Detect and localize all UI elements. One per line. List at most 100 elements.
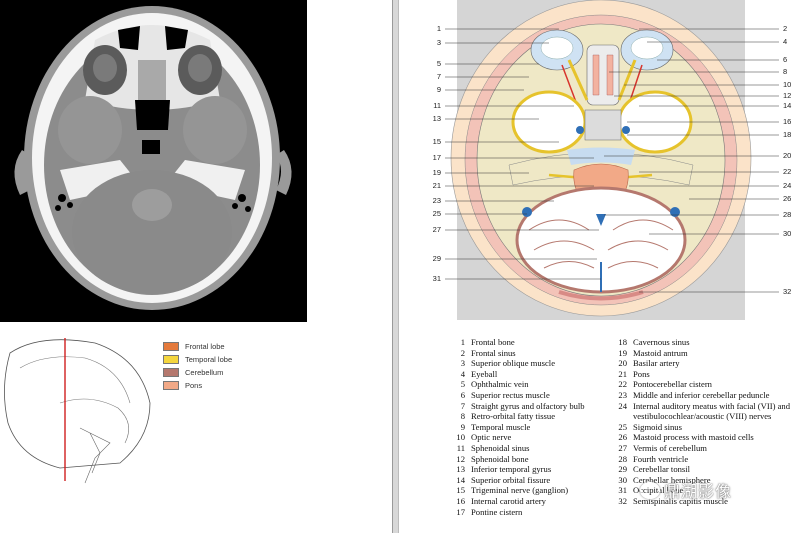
list-item-label: Trigeminal nerve (ganglion) xyxy=(471,485,569,496)
list-item-label: Semispinalis capitis muscle xyxy=(633,495,728,506)
list-item-number: 1 xyxy=(460,337,465,347)
watermark: 鼎湖影像 xyxy=(640,478,732,502)
list-item-number: 8 xyxy=(460,411,465,422)
list-item-number: 13 xyxy=(456,464,465,475)
list-item-label: Sphenoidal sinus xyxy=(471,442,530,453)
list-item-number: 5 xyxy=(460,379,465,390)
legend-label: Temporal lobe xyxy=(185,355,233,364)
left-page: Frontal lobe Temporal lobe Cerebellum Po… xyxy=(0,0,392,533)
list-item-number: 16 xyxy=(456,495,465,506)
legend-swatch xyxy=(163,342,179,351)
list-item-label: Superior rectus muscle xyxy=(471,389,550,400)
list-item-label: Inferior temporal gyrus xyxy=(471,464,552,475)
list-item-number: 31 xyxy=(618,485,627,496)
list-item-number: 20 xyxy=(618,358,627,369)
list-item-number: 30 xyxy=(618,474,627,485)
diagram-label-number: 7 xyxy=(437,72,441,81)
diagram-label-number: 27 xyxy=(433,225,441,234)
list-item: 10 Optic nerve xyxy=(451,432,611,443)
list-item-label: Frontal bone xyxy=(471,337,515,347)
diagram-label-number: 9 xyxy=(437,85,441,94)
diagram-label-number: 32 xyxy=(783,287,791,296)
list-item: 1 Frontal bone xyxy=(451,337,611,348)
list-item-label: Mastoid antrum xyxy=(633,347,688,358)
book-gutter xyxy=(392,0,399,533)
list-item: 15 Trigeminal nerve (ganglion) xyxy=(451,485,611,496)
diagram-label-number: 26 xyxy=(783,194,791,203)
list-item-number: 3 xyxy=(460,358,465,369)
diagram-label-number: 30 xyxy=(783,229,791,238)
watermark-text: 鼎湖影像 xyxy=(664,482,733,501)
diagram-label-number: 31 xyxy=(433,274,441,283)
list-item-number: 24 xyxy=(618,400,627,411)
legend-label: Pons xyxy=(185,381,203,390)
list-item-number: 9 xyxy=(460,421,465,432)
list-item: 11 Sphenoidal sinus xyxy=(451,443,611,454)
list-item-number: 25 xyxy=(618,421,627,432)
list-item-number: 23 xyxy=(618,389,627,400)
diagram-label-number: 13 xyxy=(433,114,441,123)
list-item-number: 29 xyxy=(618,464,627,475)
legend-item-temporal-lobe: Temporal lobe xyxy=(163,353,232,366)
legend-item-frontal-lobe: Frontal lobe xyxy=(163,340,232,353)
list-item: 23 Middle and inferior cerebellar peduncl… xyxy=(613,390,799,401)
diagram-label-number: 3 xyxy=(437,38,441,47)
diagram-label-number: 2 xyxy=(783,24,787,33)
list-item-label: Pontine cistern xyxy=(471,506,523,517)
list-item-number: 11 xyxy=(456,442,465,453)
list-item-number: 15 xyxy=(456,485,465,496)
diagram-label-number: 18 xyxy=(783,130,791,139)
list-item-number: 10 xyxy=(456,432,465,443)
diagram-label-number: 22 xyxy=(783,167,791,176)
legend-swatch xyxy=(163,368,179,377)
list-item-number: 18 xyxy=(618,337,627,347)
list-item-label: Cerebellar hemisphere xyxy=(633,474,711,485)
legend-swatch xyxy=(163,381,179,390)
legend-label: Frontal lobe xyxy=(185,342,225,351)
list-item-label: Fourth ventricle xyxy=(633,453,689,464)
list-item-label: Sphenoidal bone xyxy=(471,453,529,464)
legend: Frontal lobe Temporal lobe Cerebellum Po… xyxy=(163,340,232,392)
list-item-label: Middle and inferior cerebellar peduncle xyxy=(633,389,770,400)
list-item-label: Vermis of cerebellum xyxy=(633,442,707,453)
legend-label: Cerebellum xyxy=(185,368,224,377)
list-item-label: Straight gyrus and olfactory bulb xyxy=(471,400,585,411)
diagram-label-number: 29 xyxy=(433,254,441,263)
list-item-label: Ophthalmic vein xyxy=(471,379,529,390)
list-item-number: 32 xyxy=(618,495,627,506)
list-item-number: 7 xyxy=(460,400,465,411)
diagram-label-number: 12 xyxy=(783,91,791,100)
list-item: 5 Ophthalmic vein xyxy=(451,379,611,390)
scan-level-sketch xyxy=(0,333,160,485)
diagram-label-number: 5 xyxy=(437,59,441,68)
list-item-label: Pontocerebellar cistern xyxy=(633,379,712,390)
diagram-label-number: 4 xyxy=(783,37,787,46)
ct-scan-image xyxy=(0,0,307,322)
list-item-number: 27 xyxy=(618,442,627,453)
list-item-label: Superior orbital fissure xyxy=(471,474,551,485)
diagram-label-number: 28 xyxy=(783,210,791,219)
list-item: 7 Straight gyrus and olfactory bulb xyxy=(451,401,611,412)
diagram-label-number: 21 xyxy=(433,181,441,190)
legend-item-cerebellum: Cerebellum xyxy=(163,366,232,379)
list-item-label: Optic nerve xyxy=(471,432,512,443)
